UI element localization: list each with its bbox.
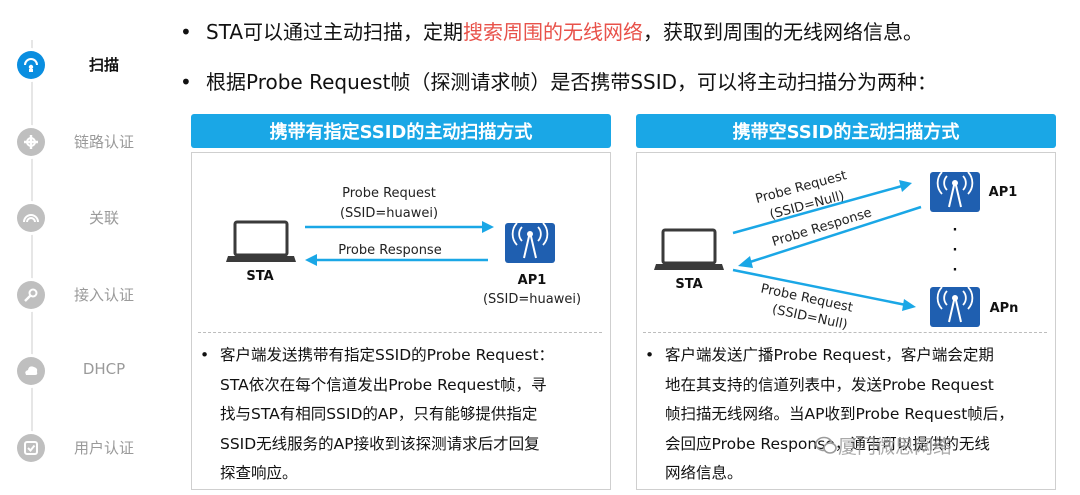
bullet-1-highlight: 搜索周围的无线网络: [463, 20, 644, 44]
access-auth-icon: [14, 278, 48, 312]
right-panel: [636, 152, 1056, 490]
left-desc-line: 找与STA有相同SSID的AP，只有能够提供指定: [220, 405, 538, 423]
nav-item-user-auth[interactable]: 用户认证: [0, 425, 160, 469]
ellipsis-dot: ·: [953, 263, 958, 278]
access-point-icon: [930, 286, 980, 327]
laptop-icon: [226, 220, 296, 262]
right-response-arrow: [749, 205, 922, 264]
user-auth-icon: [14, 431, 48, 465]
left-description: •客户端发送携带有指定SSID的Probe Request： STA依次在每个信…: [200, 341, 605, 489]
bullet-dot: •: [180, 20, 192, 44]
ellipsis-dot: ·: [953, 243, 958, 258]
dhcp-icon: [14, 354, 48, 388]
right-description: •客户端发送广播Probe Request，客户端会定期 地在其支持的信道列表中…: [645, 341, 1060, 489]
nav-item-dhcp[interactable]: DHCP: [0, 348, 160, 392]
left-panel-divider: [198, 332, 602, 333]
right-desc-line: 帧扫描无线网络。当AP收到Probe Request帧后，: [665, 405, 1014, 423]
left-desc-line: 客户端发送携带有指定SSID的Probe Request：: [220, 346, 555, 364]
bullet-2: • 根据Probe Request帧（探测请求帧）是否携带SSID，可以将主动扫描…: [180, 66, 937, 95]
nav-label-association: 关联: [88, 209, 119, 227]
association-icon: [14, 201, 48, 235]
right-desc-line: 地在其支持的信道列表中，发送Probe Request: [665, 375, 994, 394]
right-ap1-label: AP1: [989, 185, 1018, 200]
right-apn-label: APn: [990, 301, 1019, 316]
right-panel-title: 携带空SSID的主动扫描方式: [636, 114, 1056, 148]
nav-label-user-auth: 用户认证: [73, 439, 134, 457]
bullet-1-text-start: STA可以通过主动扫描，定期: [206, 20, 464, 44]
left-ap-ssid: (SSID=huawei): [483, 292, 581, 307]
link-auth-icon: [14, 125, 48, 159]
right-desc-line: 客户端发送广播Probe Request，客户端会定期: [665, 346, 994, 364]
right-panel-divider: [643, 332, 1047, 333]
left-panel-title: 携带有指定SSID的主动扫描方式: [191, 114, 611, 148]
right-sta-label: STA: [675, 277, 702, 292]
wechat-icon: [815, 436, 837, 454]
nav-label-link-auth: 链路认证: [73, 133, 134, 151]
left-request-ssid: (SSID=huawei): [340, 206, 438, 221]
watermark: 厦门微思网络: [838, 436, 953, 458]
bullet-1-text-end: ，获取到周围的无线网络信息。: [643, 20, 924, 44]
left-response-label: Probe Response: [338, 243, 441, 258]
left-request-label: Probe Request: [342, 186, 436, 201]
nav-item-scan[interactable]: 扫描: [0, 42, 160, 86]
bullet-2-text: 根据Probe Request帧（探测请求帧）是否携带SSID，可以将主动扫描分…: [206, 70, 938, 94]
left-panel: [191, 152, 611, 490]
ellipsis-dot: ·: [953, 223, 958, 238]
right-request-arrow-bottom: [732, 268, 907, 307]
nav-label-scan: 扫描: [88, 56, 119, 74]
access-point-icon: [505, 222, 555, 263]
left-desc-line: 探查响应。: [220, 464, 298, 482]
nav-item-access-auth[interactable]: 接入认证: [0, 272, 160, 316]
right-desc-line: 网络信息。: [665, 464, 743, 482]
left-sta-label: STA: [246, 269, 273, 284]
bullet-1: • STA可以通过主动扫描，定期搜索周围的无线网络，获取到周围的无线网络信息。: [180, 16, 923, 45]
bullet-dot: •: [180, 70, 192, 94]
right-request-arrow-top: [732, 184, 903, 235]
left-desc-line: SSID无线服务的AP接收到该探测请求后才回复: [220, 434, 540, 453]
nav-item-link-auth[interactable]: 链路认证: [0, 119, 160, 163]
left-ap-label: AP1: [518, 273, 547, 288]
nav-label-access-auth: 接入认证: [73, 286, 134, 304]
nav-item-association[interactable]: 关联: [0, 195, 160, 239]
laptop-icon: [654, 228, 724, 270]
scan-icon: [14, 48, 48, 82]
left-desc-line: STA依次在每个信道发出Probe Request帧，寻: [220, 375, 547, 394]
nav-label-dhcp: DHCP: [82, 360, 126, 378]
nav-timeline: [31, 40, 33, 460]
access-point-icon: [930, 171, 980, 212]
